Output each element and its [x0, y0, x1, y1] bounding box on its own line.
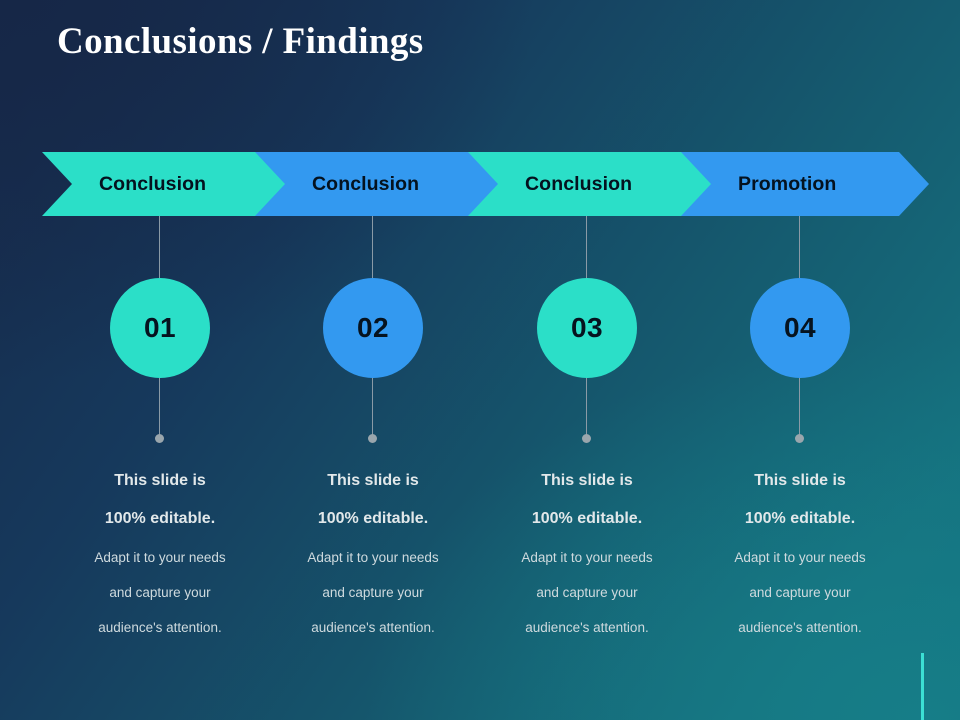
chevron-step-1[interactable]: Conclusion — [42, 152, 290, 216]
chevron-step-3[interactable]: Conclusion — [468, 152, 716, 216]
step-text-column-2: This slide is 100% editable. Adapt it to… — [273, 462, 473, 643]
chevron-step-4-label: Promotion — [738, 172, 837, 195]
accent-bar — [921, 653, 924, 720]
step-1-heading-line2: 100% editable. — [104, 510, 216, 527]
step-2-body-line2: and capture your — [322, 585, 424, 600]
chevron-step-3-label: Conclusion — [525, 172, 633, 195]
step-2-heading-line2: 100% editable. — [317, 510, 429, 527]
chevron-step-2[interactable]: Conclusion — [255, 152, 503, 216]
step-1-body-line2: and capture your — [109, 585, 211, 600]
connector-line-top-3 — [586, 216, 587, 278]
connector-line-bottom-3 — [586, 358, 587, 440]
step-3-body-line3: audience's attention. — [525, 620, 649, 635]
step-text-column-3: This slide is 100% editable. Adapt it to… — [487, 462, 687, 643]
step-3-heading-line2: 100% editable. — [531, 510, 643, 527]
step-1-body-line1: Adapt it to your needs — [94, 550, 226, 565]
page-title: Conclusions / Findings — [57, 21, 424, 62]
step-3-heading-line1: This slide is — [541, 472, 633, 489]
step-number-circle-1[interactable]: 01 — [110, 278, 210, 378]
step-1-body-line3: audience's attention. — [98, 620, 222, 635]
connector-line-top-4 — [799, 216, 800, 278]
chevron-step-4[interactable]: Promotion — [681, 152, 929, 216]
connector-dot-2 — [368, 434, 377, 443]
step-number-circle-3[interactable]: 03 — [537, 278, 637, 378]
step-text-column-4: This slide is 100% editable. Adapt it to… — [700, 462, 900, 643]
step-4-heading-line2: 100% editable. — [744, 510, 856, 527]
step-4-body-line3: audience's attention. — [738, 620, 862, 635]
connector-line-bottom-4 — [799, 358, 800, 440]
connector-line-bottom-1 — [159, 358, 160, 440]
step-number-circle-4[interactable]: 04 — [750, 278, 850, 378]
step-number-2: 02 — [357, 312, 389, 343]
step-4-body-line2: and capture your — [749, 585, 851, 600]
connector-dot-1 — [155, 434, 164, 443]
step-4-heading-line1: This slide is — [754, 472, 846, 489]
chevron-step-1-label: Conclusion — [99, 172, 207, 195]
step-2-heading-line1: This slide is — [327, 472, 419, 489]
connector-line-bottom-2 — [372, 358, 373, 440]
step-number-circle-2[interactable]: 02 — [323, 278, 423, 378]
connector-dot-3 — [582, 434, 591, 443]
step-4-body-line1: Adapt it to your needs — [734, 550, 866, 565]
step-number-3: 03 — [571, 312, 603, 343]
step-text-column-1: This slide is 100% editable. Adapt it to… — [60, 462, 260, 643]
step-2-body-line1: Adapt it to your needs — [307, 550, 439, 565]
step-number-1: 01 — [144, 312, 176, 343]
connector-line-top-2 — [372, 216, 373, 278]
step-1-heading-line1: This slide is — [114, 472, 206, 489]
step-3-body-line1: Adapt it to your needs — [521, 550, 653, 565]
chevron-step-2-label: Conclusion — [312, 172, 420, 195]
step-number-4: 04 — [784, 312, 816, 343]
chevron-process-banner: Conclusion Conclusion Conclusion Promoti… — [0, 152, 960, 216]
step-3-body-line2: and capture your — [536, 585, 638, 600]
connector-line-top-1 — [159, 216, 160, 278]
step-2-body-line3: audience's attention. — [311, 620, 435, 635]
connector-dot-4 — [795, 434, 804, 443]
